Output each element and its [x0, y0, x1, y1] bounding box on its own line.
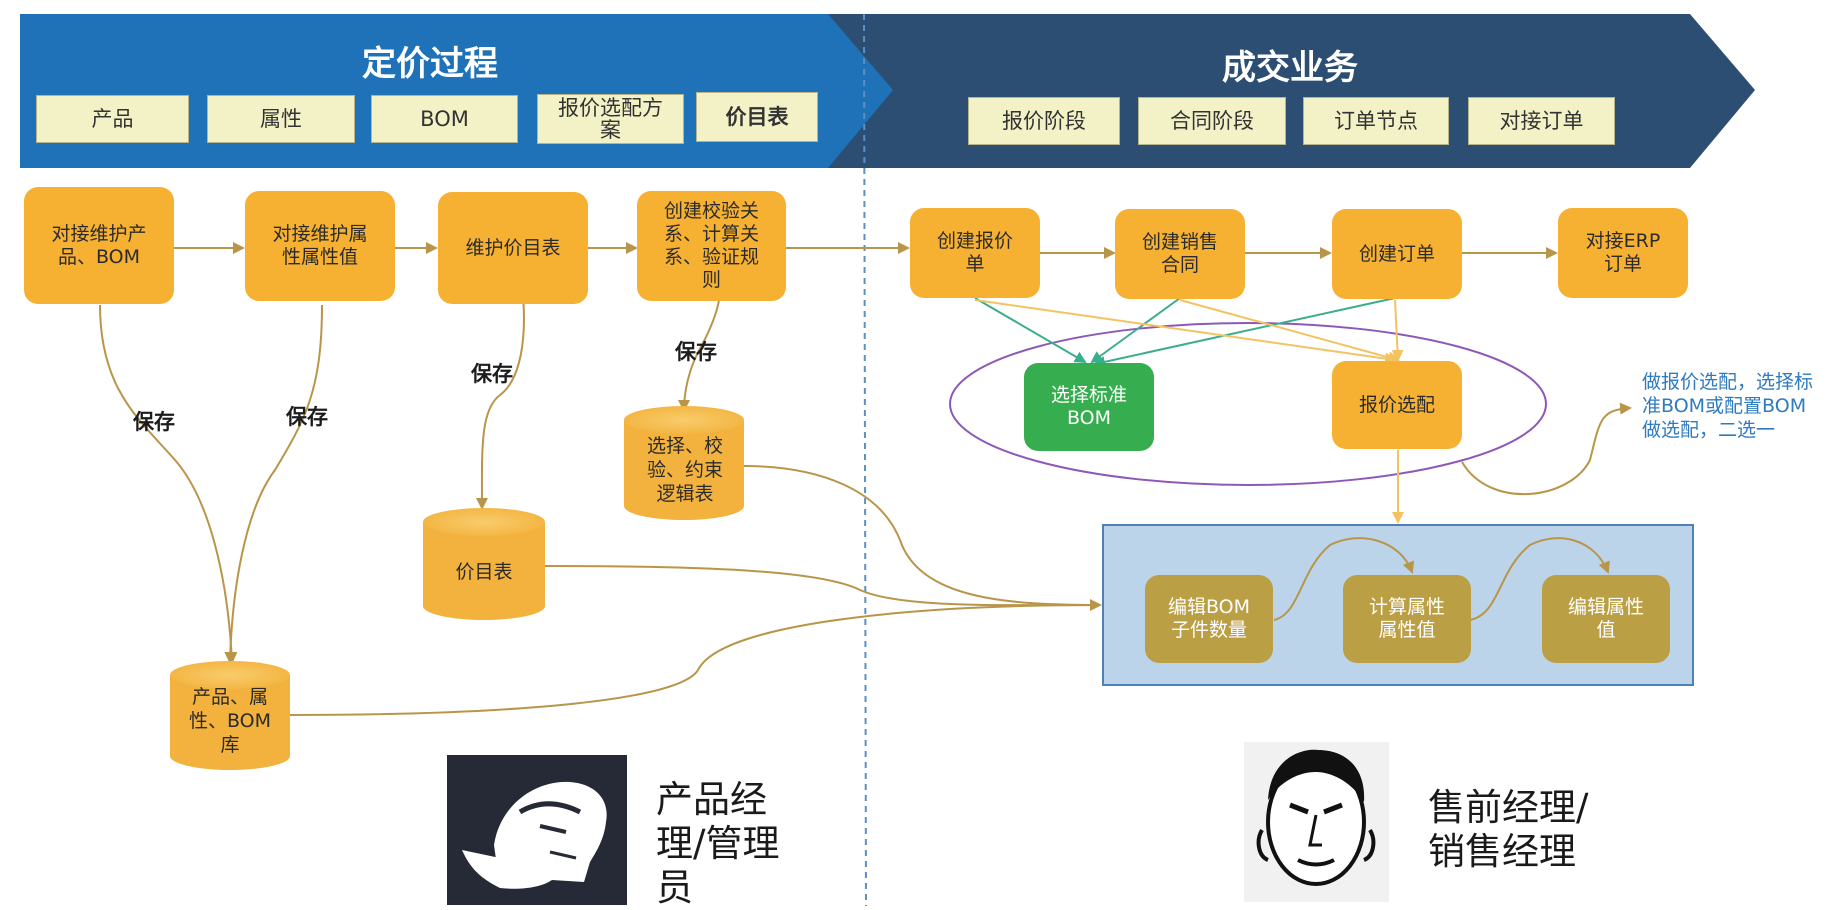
step-maintain-price-table: 维护价目表 [438, 192, 588, 304]
banner-right-title: 成交业务 [1222, 48, 1358, 88]
step-create-order: 创建订单 [1332, 209, 1462, 299]
step-create-contract: 创建销售合同 [1115, 209, 1245, 299]
link-lib-panel [289, 599, 1102, 716]
link-r3-bom [1093, 297, 1396, 368]
tag-contract-stage: 合同阶段 [1138, 97, 1286, 145]
edit-attribute-values: 编辑属性值 [1542, 575, 1670, 663]
link-r3-sel [1391, 299, 1404, 362]
step-erp-order: 对接ERP订单 [1558, 208, 1688, 298]
tag-quote-stage: 报价阶段 [968, 97, 1120, 145]
link-price-panel [544, 565, 1101, 607]
config-note: 做报价选配，选择标准BOM或配置BOM做选配，二选一 [1642, 371, 1814, 441]
edit-bom-qty: 编辑BOM子件数量 [1145, 575, 1273, 663]
banner-left-title: 定价过程 [362, 44, 498, 84]
tag-bom: BOM [371, 95, 518, 143]
save-label-4: 保存 [675, 340, 717, 364]
save-curve-2 [224, 304, 323, 664]
tag-quote-config: 报价选配方案 [537, 94, 684, 144]
save-label-1: 保存 [133, 410, 175, 434]
link-r2-bom [1090, 297, 1181, 364]
save-label-3: 保存 [471, 362, 513, 386]
link-r1-bom [974, 297, 1087, 364]
step-maintain-product-bom: 对接维护产品、BOM [24, 187, 174, 304]
tag-order-integration: 对接订单 [1468, 97, 1615, 145]
role-sales-manager: 售前经理/销售经理 [1428, 786, 1589, 873]
store-price-table: 价目表 [455, 561, 513, 583]
calc-attribute-values: 计算属性属性值 [1343, 575, 1471, 663]
save-curve-3 [475, 284, 525, 510]
cylinder-logic-table [624, 406, 744, 520]
save-label-2: 保存 [286, 405, 328, 429]
step-create-rules: 创建校验关系、计算关系、验证规则 [637, 191, 786, 301]
choice-quote-config: 报价选配 [1332, 361, 1462, 449]
section-divider [863, 13, 867, 907]
note-arrow [1461, 402, 1632, 495]
edit-arrow-1 [1273, 537, 1415, 621]
link-r1-sel [974, 299, 1397, 365]
edit-arrow-2 [1469, 537, 1610, 621]
choice-ellipse [949, 322, 1547, 486]
tag-product: 产品 [36, 95, 189, 143]
link-logic-panel [743, 465, 1101, 606]
store-product-library: 产品、属性、BOM库 [188, 686, 272, 756]
step-create-quote: 创建报价单 [910, 208, 1040, 298]
tag-attribute: 属性 [207, 95, 355, 143]
store-logic-table: 选择、校验、约束逻辑表 [646, 435, 723, 505]
stylized-man-head-icon [447, 755, 627, 905]
face-sketch-icon [1244, 742, 1389, 902]
link-r2-sel [1179, 299, 1400, 364]
cylinder-price-table [423, 508, 545, 620]
tag-order-node: 订单节点 [1303, 97, 1449, 145]
step-maintain-attributes: 对接维护属性属性值 [245, 191, 395, 301]
role-product-manager: 产品经理/管理员 [656, 778, 780, 909]
save-curve-1 [99, 304, 238, 664]
cylinder-product-lib [170, 661, 290, 770]
choice-standard-bom: 选择标准BOM [1024, 363, 1154, 451]
tag-price-table: 价目表 [696, 92, 818, 142]
